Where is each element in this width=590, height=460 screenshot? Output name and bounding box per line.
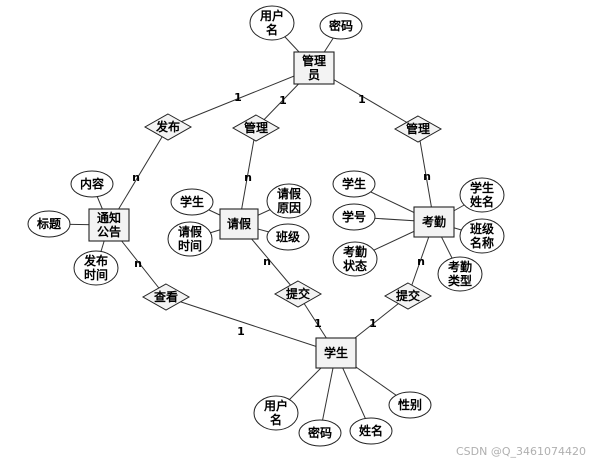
entity-label: 考勤 <box>422 214 446 229</box>
attribute-label: 密码 <box>329 18 353 33</box>
cardinality-publish-notice: n <box>132 171 140 184</box>
relationship-label: 管理 <box>244 120 268 135</box>
attribute-att-class-name: 班级名称 <box>459 218 505 254</box>
relationship-label: 提交 <box>286 286 310 301</box>
relationship-view: 查看 <box>141 283 191 311</box>
attribute-label: 发布时间 <box>83 253 108 282</box>
attribute-leave-time: 请假时间 <box>167 221 213 257</box>
entity-label: 管理员 <box>302 53 326 82</box>
relationship-label: 管理 <box>406 121 430 136</box>
relationship-publish: 发布 <box>143 113 193 141</box>
cardinality-admin-manage-leave: 1 <box>279 94 287 107</box>
attribute-leave-class: 班级 <box>266 223 310 251</box>
cardinality-leave-submit: n <box>263 255 271 268</box>
attribute-label: 姓名 <box>359 423 383 438</box>
cardinality-manage-leave: n <box>244 171 252 184</box>
cardinality-labels: 1 n 1 n 1 n n 1 n 1 n 1 <box>132 91 431 338</box>
relationship-label: 提交 <box>396 288 420 303</box>
cardinality-notice-view: n <box>134 257 142 270</box>
relationship-submit-leave: 提交 <box>273 280 323 308</box>
attribute-stu-name: 姓名 <box>349 417 393 445</box>
relationship-line-manage_leave-leave <box>238 127 257 225</box>
attribute-label: 考勤状态 <box>343 244 367 273</box>
entity-leave: 请假 <box>219 208 259 240</box>
cardinality-submit-leave-student: 1 <box>314 317 322 330</box>
attribute-notice-content: 内容 <box>70 170 114 198</box>
attribute-admin-username: 用户名 <box>249 5 295 41</box>
attribute-label: 用户名 <box>263 398 288 427</box>
watermark: CSDN @Q_3461074420 <box>455 445 586 458</box>
attribute-label: 标题 <box>36 216 62 231</box>
entity-attendance: 考勤 <box>413 206 455 238</box>
entity-student: 学生 <box>315 337 357 369</box>
diagram-nodes: 用户名密码内容标题发布时间学生请假时间请假原因班级学生学号考勤状态学生姓名班级名… <box>27 5 505 447</box>
entity-label: 请假 <box>227 216 252 231</box>
attribute-stu-username: 用户名 <box>253 395 299 431</box>
attribute-stu-password: 密码 <box>298 419 342 447</box>
relationship-line-admin-publish <box>167 67 315 128</box>
attribute-label: 用户名 <box>259 8 284 37</box>
cardinality-admin-manage-att: 1 <box>358 93 366 106</box>
attribute-att-student-no: 学号 <box>332 203 376 231</box>
attribute-admin-password: 密码 <box>319 12 363 40</box>
entity-label: 通知公告 <box>97 210 121 239</box>
attribute-att-status: 考勤状态 <box>332 241 378 277</box>
attribute-label: 班级 <box>276 229 300 244</box>
attribute-label: 请假时间 <box>178 224 203 253</box>
entity-admin: 管理员 <box>293 51 335 85</box>
attribute-label: 班级名称 <box>470 221 494 250</box>
attribute-notice-title: 标题 <box>27 210 71 238</box>
relationship-label: 查看 <box>153 289 178 304</box>
attribute-notice-time: 发布时间 <box>73 250 119 286</box>
relationship-manage-leave: 管理 <box>231 114 281 142</box>
relationship-line-view-student <box>165 296 337 354</box>
cardinality-view-student: 1 <box>237 325 245 338</box>
relationship-submit-attendance: 提交 <box>383 282 433 310</box>
cardinality-admin-publish: 1 <box>234 91 242 104</box>
attribute-label: 学生姓名 <box>470 180 494 209</box>
attribute-label: 学号 <box>342 209 366 224</box>
attribute-label: 性别 <box>397 397 422 412</box>
attribute-label: 学生 <box>180 194 204 209</box>
cardinality-submit-att-student: 1 <box>369 317 377 330</box>
attribute-label: 内容 <box>80 176 104 191</box>
attribute-label: 考勤类型 <box>448 259 472 288</box>
attribute-label: 请假原因 <box>277 186 302 215</box>
cardinality-manage-att: n <box>423 170 431 183</box>
attribute-leave-reason: 请假原因 <box>266 183 312 219</box>
attribute-label: 密码 <box>308 425 332 440</box>
attribute-att-type: 考勤类型 <box>437 256 483 292</box>
entity-notice: 通知公告 <box>88 208 130 242</box>
attribute-label: 学生 <box>342 176 366 191</box>
attribute-leave-student: 学生 <box>170 188 214 216</box>
attribute-att-student: 学生 <box>332 170 376 198</box>
relationship-manage-attendance: 管理 <box>393 115 443 143</box>
entity-label: 学生 <box>324 345 348 360</box>
attribute-stu-gender: 性别 <box>388 391 432 419</box>
relationship-label: 发布 <box>155 119 180 134</box>
cardinality-att-submit: n <box>417 255 425 268</box>
attribute-att-student-name: 学生姓名 <box>459 177 505 213</box>
